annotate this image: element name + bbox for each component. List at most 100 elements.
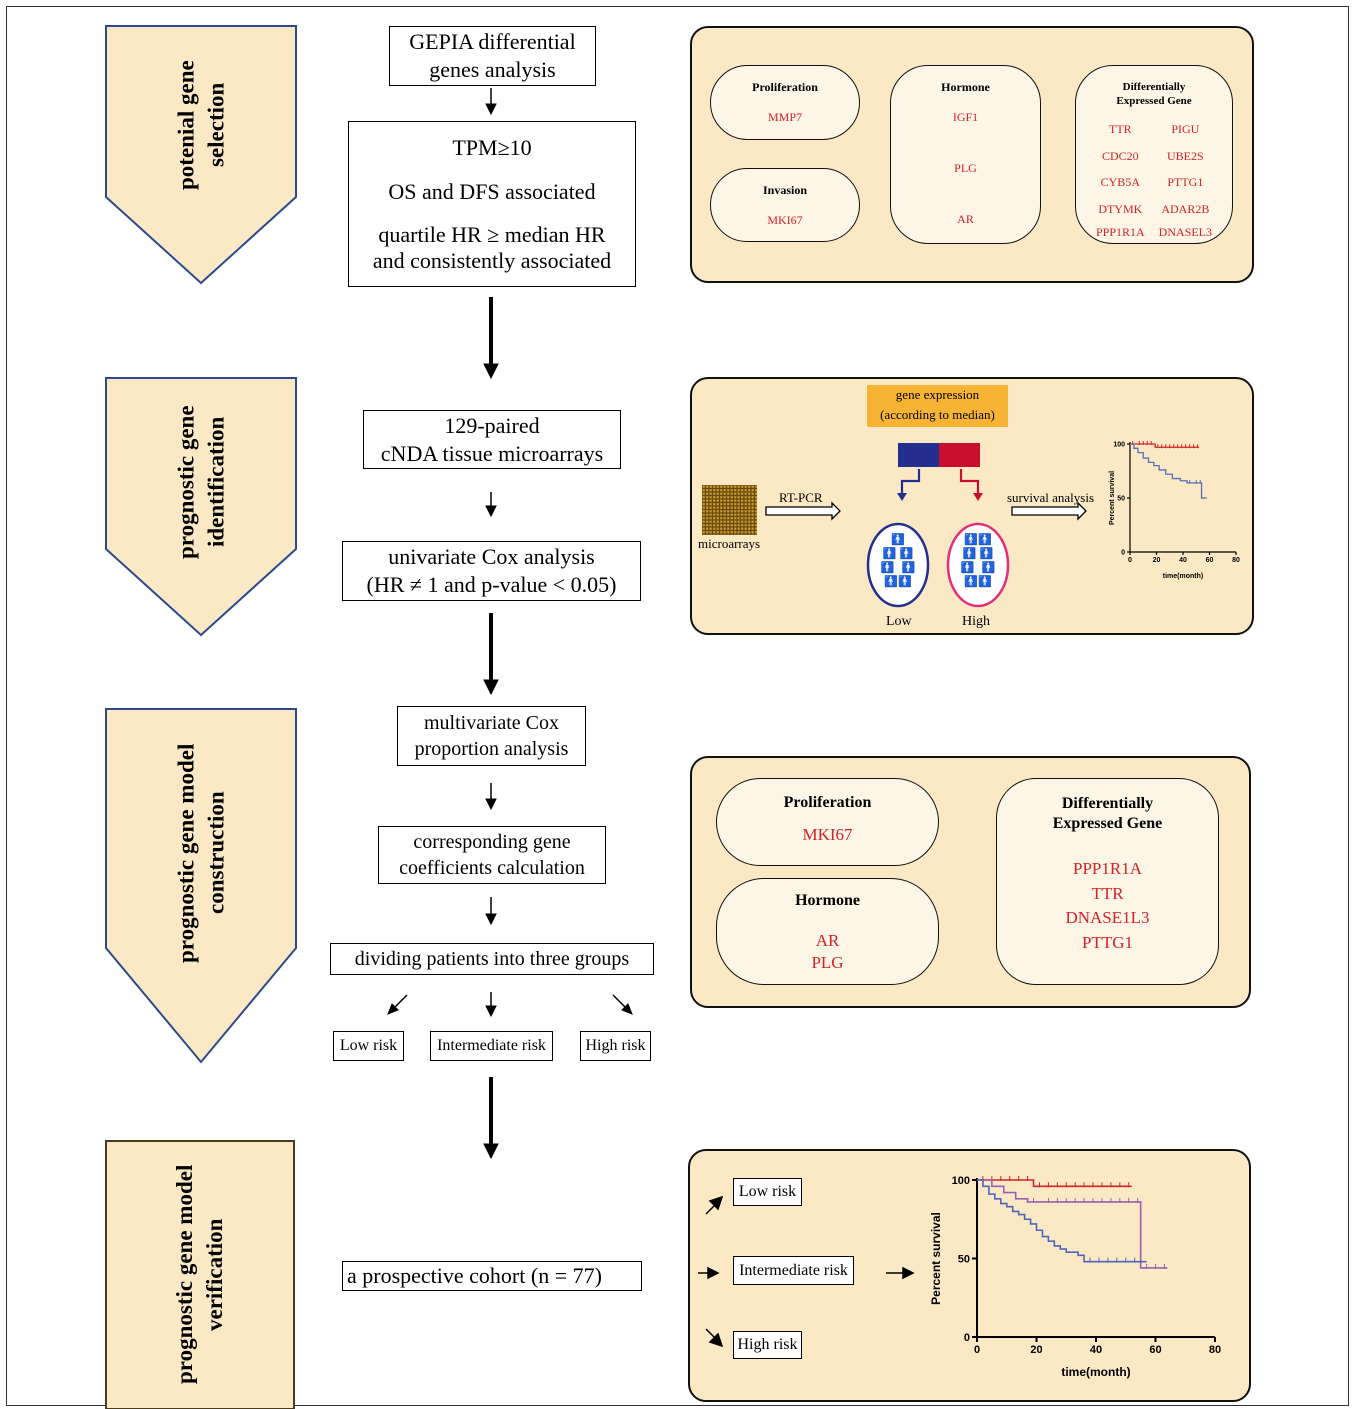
x-tick-label: 60 — [1149, 1344, 1161, 1356]
gene-pttg1-3: PTTG1 — [1082, 932, 1133, 952]
y-axis-label: Percent survival — [929, 1212, 943, 1305]
stage-selection: potenial gene selection — [105, 25, 298, 285]
gene-mki67-3: MKI67 — [802, 825, 853, 844]
y-tick-label: 100 — [952, 1175, 970, 1187]
deg-gene-columns-1: TTR CDC20 CYB5A DTYMK PPP1R1A PIGU UBE2S… — [1076, 116, 1232, 242]
deg-title-3a: Differentially — [1061, 795, 1154, 812]
stage-label-construction: prognostic gene model construction — [173, 743, 229, 963]
x-tick-label: 40 — [1090, 1344, 1102, 1356]
gene-plg-3: PLG — [811, 953, 844, 972]
survival-curve-1 — [977, 1179, 1168, 1269]
gene-mmp7: MMP7 — [767, 110, 802, 124]
gepia-line-2: genes analysis — [429, 57, 556, 82]
survival-curve-2 — [977, 1179, 1147, 1263]
gene-adar2b: ADAR2B — [1161, 201, 1210, 216]
multivariate-box: multivariate Cox proportion analysis — [397, 706, 586, 766]
gene-expression-label: gene expression (according to median) — [867, 385, 1008, 427]
verify-intermediate-text: Intermediate risk — [739, 1261, 848, 1279]
gene-dnase1l3: DNASE1L3 — [1065, 908, 1150, 927]
microarrays-line-1: 129-paired — [444, 412, 540, 438]
deg-gene-col-left: TTR CDC20 CYB5A DTYMK PPP1R1A — [1096, 116, 1145, 242]
gene-ar-1: AR — [957, 212, 974, 226]
gene-expression-line-2: (according to median) — [880, 407, 995, 422]
stage-verification: prognostic gene model verification — [105, 1140, 295, 1409]
gene-ttr-3: TTR — [1091, 883, 1124, 903]
coefficients-box: corresponding gene coefficients calculat… — [378, 826, 606, 884]
figure-frame — [6, 6, 1349, 1406]
invasion-title: Invasion — [762, 183, 808, 197]
x-tick-label: 0 — [974, 1344, 980, 1356]
gene-dnasel3: DNASEL3 — [1158, 225, 1213, 239]
deg-gene-col-right: PIGU UBE2S PTTG1 ADAR2B DNASEL3 — [1159, 116, 1212, 242]
panel2-connectors — [765, 469, 1087, 608]
cohort-text: a prospective cohort (n = 77) — [347, 1263, 602, 1288]
gene-mki67-1: MKI67 — [767, 213, 803, 227]
group-high-box: High risk — [580, 1031, 651, 1061]
gepia-line-1: GEPIA differential — [409, 29, 576, 54]
group-high-text: High risk — [585, 1037, 646, 1054]
x-tick-label: 60 — [1206, 557, 1214, 564]
people-icon-low: 🚹🚹 🚹🚹 🚹🚹🚹 — [880, 533, 916, 588]
y-axis-label: Percent survival — [1109, 471, 1116, 525]
survival-curve-0 — [977, 1179, 1132, 1188]
hormone-title-3: Hormone — [795, 892, 860, 909]
x-axis-label: time(month) — [1163, 573, 1203, 580]
microarray-grid-icon — [702, 485, 757, 535]
gene-pigu: PIGU — [1171, 122, 1200, 136]
survival-curve-1 — [1130, 443, 1207, 499]
group-intermediate-box: Intermediate risk — [430, 1031, 553, 1061]
verify-high-box: High risk — [733, 1331, 802, 1359]
pill-hormone-3: Hormone AR PLG — [716, 878, 939, 985]
gene-ttr-1: TTR — [1108, 122, 1132, 136]
y-tick-label: 100 — [1113, 441, 1125, 448]
univariate-line-2: (HR ≠ 1 and p-value < 0.05) — [366, 572, 617, 597]
y-tick-label: 0 — [1121, 549, 1125, 556]
gene-cdc20: CDC20 — [1101, 148, 1139, 163]
verification-arrows — [698, 1195, 915, 1348]
high-label: High — [962, 614, 990, 629]
hormone-title-1: Hormone — [941, 80, 990, 94]
x-tick-label: 80 — [1232, 557, 1240, 564]
gene-dtymk: DTYMK — [1098, 201, 1143, 216]
criteria-os-dfs: OS and DFS associated — [388, 179, 596, 204]
multivariate-line-1: multivariate Cox — [424, 712, 559, 734]
verify-low-text: Low risk — [738, 1183, 797, 1200]
multivariate-line-2: proportion analysis — [414, 738, 569, 760]
low-label: Low — [886, 614, 912, 629]
expression-bar-low — [898, 443, 939, 467]
criteria-box: TPM≥10 OS and DFS associated quartile HR… — [348, 121, 636, 287]
coefficients-line-1: corresponding gene — [413, 831, 571, 853]
gene-ube2s: UBE2S — [1167, 148, 1204, 163]
gene-ppp1r1a-3: PPP1R1A — [1073, 859, 1142, 878]
gene-igf1: IGF1 — [952, 110, 979, 124]
univariate-box: univariate Cox analysis (HR ≠ 1 and p-va… — [342, 541, 641, 601]
pill-proliferation-3: Proliferation MKI67 — [716, 778, 939, 866]
group-low-text: Low risk — [339, 1037, 398, 1054]
pill-hormone-1: Hormone IGF1 PLG AR — [890, 65, 1041, 244]
proliferation-title-1: Proliferation — [752, 80, 818, 94]
x-tick-label: 40 — [1179, 557, 1187, 564]
gepia-box: GEPIA differential genes analysis — [389, 26, 596, 86]
gene-ar-3: AR — [815, 931, 840, 950]
gene-expression-line-1: gene expression — [895, 387, 980, 402]
x-axis-label: time(month) — [1061, 1365, 1130, 1379]
coefficients-line-2: coefficients calculation — [399, 857, 585, 879]
x-tick-label: 20 — [1153, 557, 1161, 564]
y-tick-label: 0 — [964, 1332, 970, 1344]
y-tick-label: 50 — [1117, 495, 1125, 502]
gene-pttg1-1: PTTG1 — [1167, 175, 1204, 189]
survival-curve-0 — [1130, 443, 1199, 448]
y-tick-label: 50 — [958, 1253, 970, 1265]
stage-label-verification: prognostic gene model verification — [172, 1164, 227, 1385]
stage-construction: prognostic gene model construction — [105, 708, 298, 1064]
pill-proliferation-1: Proliferation MMP7 — [710, 65, 860, 140]
pill-deg-1: Differentially Expressed Gene TTR CDC20 … — [1075, 65, 1233, 244]
stage-identification: prognostic gene identification — [105, 377, 298, 637]
dividing-box: dividing patients into three groups — [330, 943, 654, 975]
univariate-line-1: univariate Cox analysis — [388, 544, 595, 569]
people-icon-high: 🚹🚹🚹 🚹🚹 🚹🚹🚹 — [960, 533, 996, 588]
verify-low-box: Low risk — [733, 1178, 802, 1206]
